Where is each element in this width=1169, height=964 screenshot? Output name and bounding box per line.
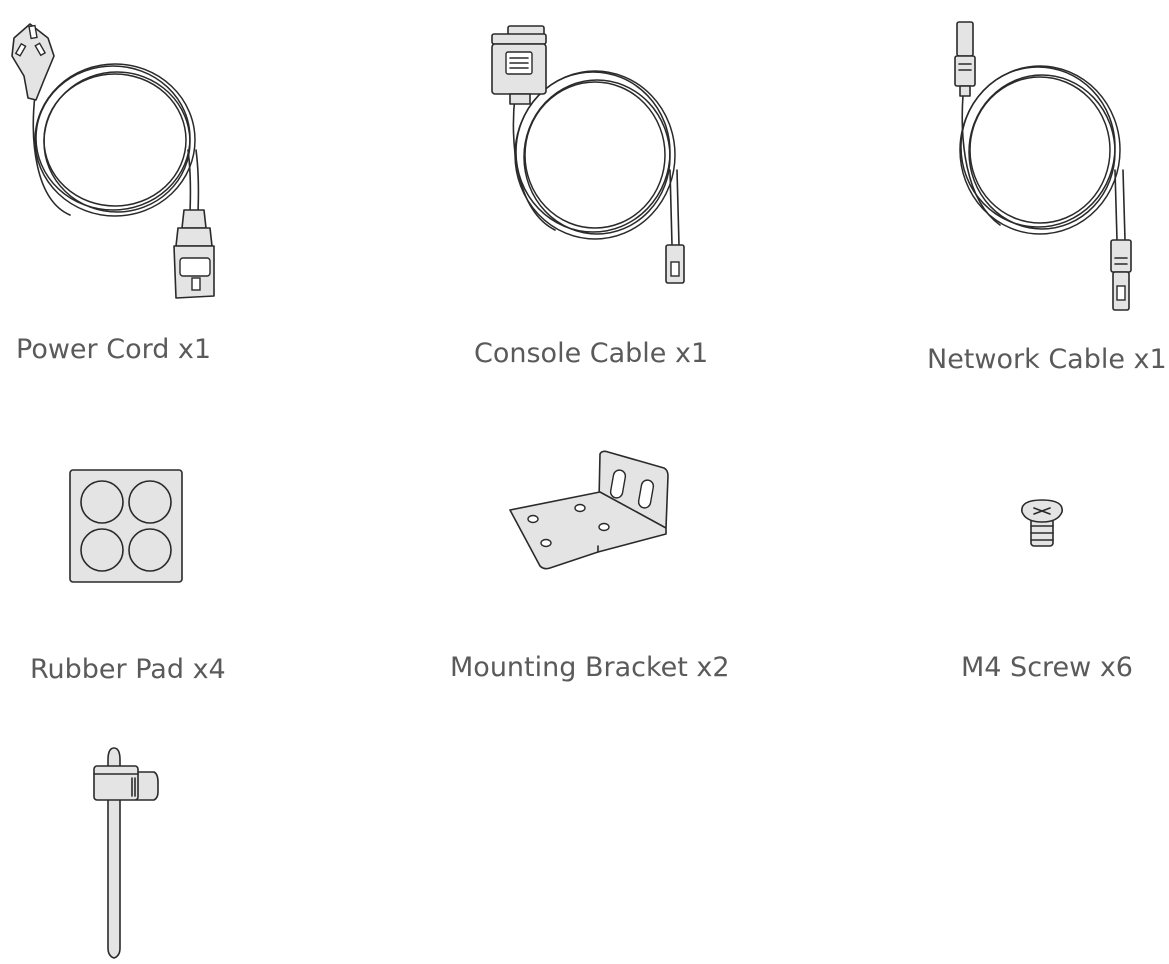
- network-cable-icon: [954, 21, 1132, 311]
- rubber-pad-label: Rubber Pad x4: [30, 654, 226, 685]
- m4-screw-item: M4 Screw x6: [940, 480, 1169, 700]
- console-cable-icon: [491, 25, 685, 284]
- console-cable-label: Console Cable x1: [474, 338, 709, 369]
- network-cable-item: Network Cable x1: [925, 0, 1169, 385]
- power-cord-label: Power Cord x1: [16, 334, 212, 365]
- m4-screw-label: M4 Screw x6: [961, 652, 1133, 683]
- cable-tie-icon: [93, 747, 159, 959]
- m4-screw-icon: [1021, 499, 1063, 547]
- console-cable-item: Console Cable x1: [470, 0, 730, 380]
- power-cord-icon: [11, 23, 215, 299]
- rubber-pad-icon: [69, 469, 183, 583]
- mounting-bracket-item: Mounting Bracket x2: [440, 440, 740, 700]
- cable-tie-item: [80, 740, 180, 964]
- network-cable-label: Network Cable x1: [927, 344, 1167, 375]
- rubber-pad-item: Rubber Pad x4: [0, 460, 260, 700]
- mounting-bracket-label: Mounting Bracket x2: [450, 652, 730, 683]
- mounting-bracket-icon: [509, 450, 669, 570]
- power-cord-item: Power Cord x1: [0, 0, 260, 380]
